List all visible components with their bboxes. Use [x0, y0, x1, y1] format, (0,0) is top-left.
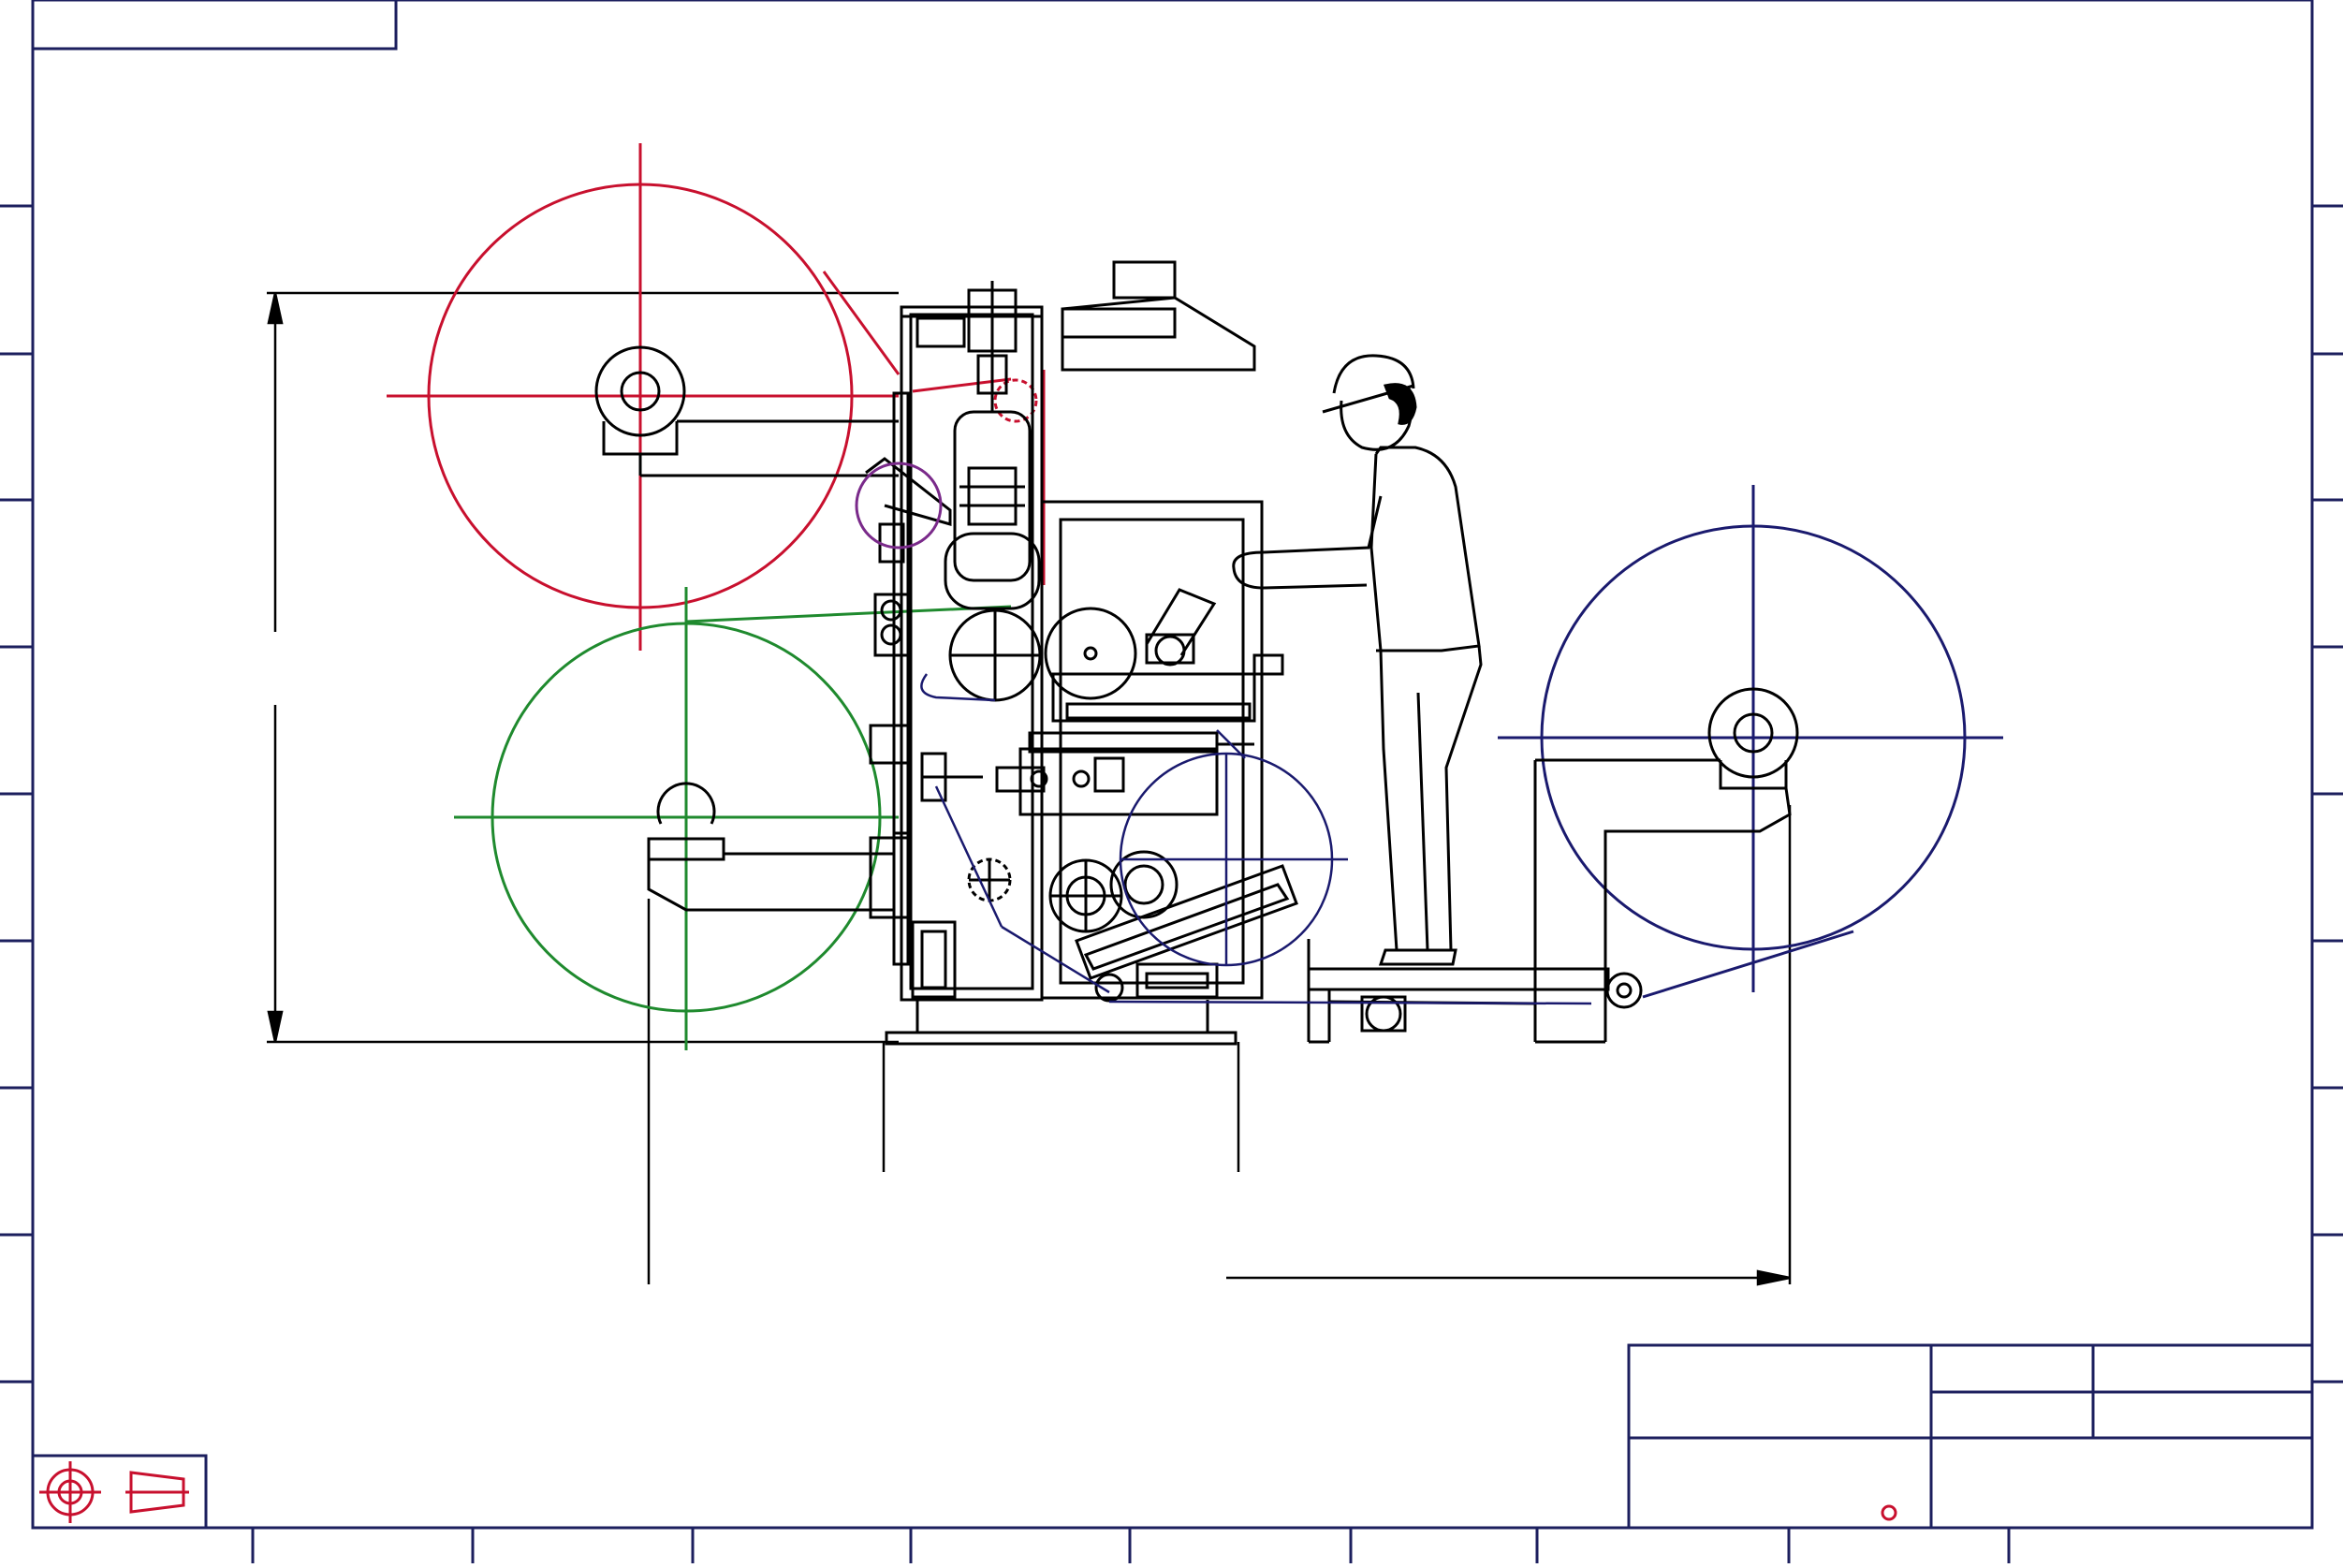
bottom-zone-ticks: [251, 1528, 2011, 1563]
output-idler-roller: [1605, 972, 1643, 1009]
dim-arrow-bottom: [267, 1010, 284, 1043]
right-zone-ticks: [2312, 204, 2343, 1384]
title-block: [1627, 1343, 2314, 1530]
output-roll: [1498, 485, 2003, 999]
guide-roller-purple: [855, 462, 943, 550]
middle-station: [869, 588, 1284, 919]
upper-head-assembly: [865, 410, 1137, 702]
machine-frame: [885, 260, 1264, 1046]
rewind-roll: [454, 587, 1012, 1050]
projection-symbol-icon: [39, 1461, 101, 1523]
unwind-roll: [387, 143, 1046, 651]
unwind-roll-hub: [594, 345, 899, 477]
operator-platform: [1307, 939, 1610, 1044]
operator-hair: [1383, 383, 1417, 425]
first-angle-cone-icon: [125, 1471, 189, 1514]
guide-roller-red: [993, 378, 1038, 423]
lower-station: [911, 850, 1298, 1003]
dim-arrow-top: [267, 292, 284, 325]
dim-arrow-right: [1756, 1269, 1791, 1286]
web-path: [920, 673, 1592, 1005]
operator-figure: [1232, 354, 1483, 966]
left-zone-ticks: [0, 204, 33, 1384]
output-roll-hub: [1533, 687, 1799, 1044]
swing-arm: [1075, 864, 1298, 980]
dimension-lines: [267, 291, 1792, 1286]
nip-roller-right: [1044, 607, 1137, 700]
rewind-roll-hub: [647, 782, 894, 912]
adjustment-knob: [1154, 635, 1186, 667]
title-block-marker: [1881, 1504, 1897, 1521]
projection-symbol-box: [31, 1454, 208, 1530]
